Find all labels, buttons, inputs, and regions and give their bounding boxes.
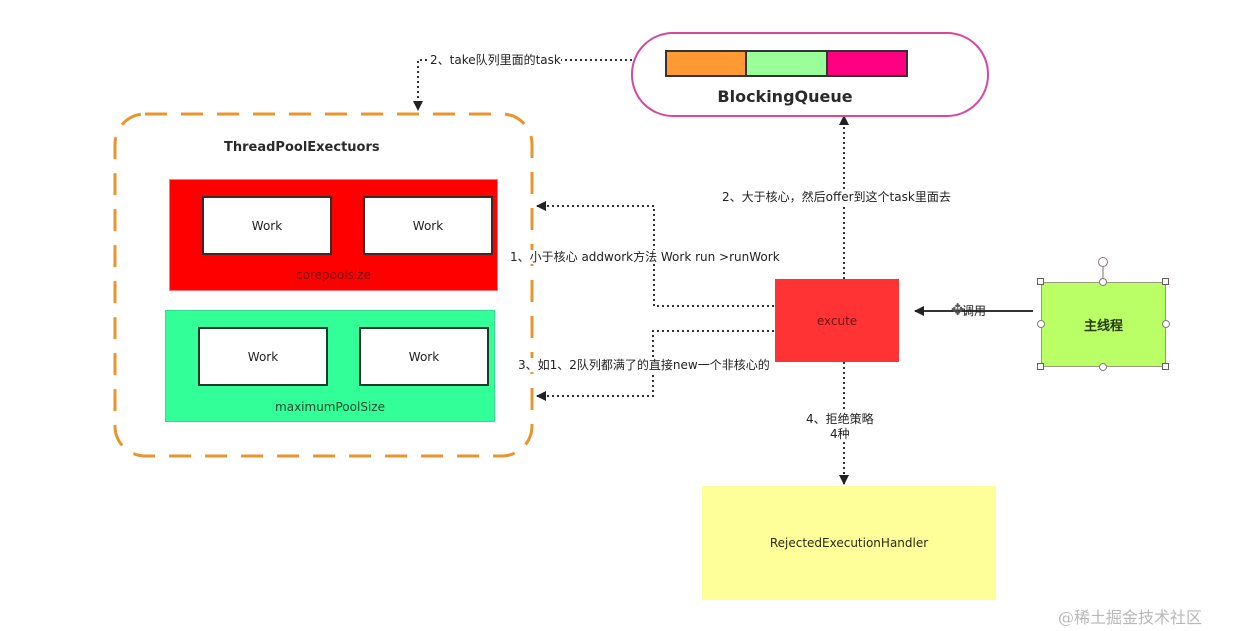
non-core-edge xyxy=(536,330,774,401)
offer-edge-label: 2、大于核心，然后offer到这个task里面去 xyxy=(722,190,951,204)
core-pool-label: corepoolsize xyxy=(296,268,371,282)
non-core-edge-label: 3、如1、2队列都满了的直接new一个非核心的 xyxy=(518,358,770,372)
resize-handle[interactable] xyxy=(1037,278,1044,285)
core-worker[interactable]: Work xyxy=(363,196,493,255)
resize-handle[interactable] xyxy=(1099,278,1107,286)
reject-edge-label: 4、拒绝策略 4种 xyxy=(806,412,874,442)
queue-segment xyxy=(667,52,748,75)
take-edge xyxy=(413,59,632,111)
rejected-handler-box[interactable]: RejectedExecutionHandler xyxy=(702,486,996,600)
execute-label: excute xyxy=(816,313,858,328)
rotate-handle[interactable] xyxy=(1098,257,1108,267)
blocking-queue-title: BlockingQueue xyxy=(717,87,853,106)
resize-handle[interactable] xyxy=(1099,363,1107,371)
worker-label: Work xyxy=(247,349,279,364)
max-worker[interactable]: Work xyxy=(359,327,489,386)
reject-edge-label-line2: 4种 xyxy=(830,427,850,441)
worker-label: Work xyxy=(251,218,283,233)
resize-handle[interactable] xyxy=(1037,363,1044,370)
reject-edge-label-line1: 4、拒绝策略 xyxy=(806,412,874,426)
resize-handle[interactable] xyxy=(1162,320,1170,328)
execute-box[interactable]: excute xyxy=(775,279,899,362)
rejected-handler-label: RejectedExecutionHandler xyxy=(769,536,929,550)
max-pool-label: maximumPoolSize xyxy=(275,400,385,414)
watermark: @稀土掘金技术社区 xyxy=(1058,608,1203,627)
resize-handle[interactable] xyxy=(1037,320,1045,328)
resize-handle[interactable] xyxy=(1162,278,1169,285)
queue-bar xyxy=(665,50,908,77)
thread-pool-title: ThreadPoolExectuors xyxy=(224,140,380,155)
thread-pool-border xyxy=(113,112,534,458)
call-edge-label: 调用 xyxy=(962,304,987,318)
queue-segment xyxy=(827,52,906,75)
worker-label: Work xyxy=(412,218,444,233)
queue-segment xyxy=(747,52,828,75)
main-thread-box[interactable]: 主线程 xyxy=(1041,282,1166,367)
worker-label: Work xyxy=(408,349,440,364)
max-worker[interactable]: Work xyxy=(198,327,328,386)
move-cursor-icon: ✥ xyxy=(951,300,965,319)
resize-handle[interactable] xyxy=(1162,363,1169,370)
core-worker[interactable]: Work xyxy=(202,196,332,255)
add-work-edge-label: 1、小于核心 addwork方法 Work run >runWork xyxy=(510,250,780,264)
take-edge-label: 2、take队列里面的task xyxy=(430,53,561,67)
main-thread-label: 主线程 xyxy=(1083,319,1123,334)
